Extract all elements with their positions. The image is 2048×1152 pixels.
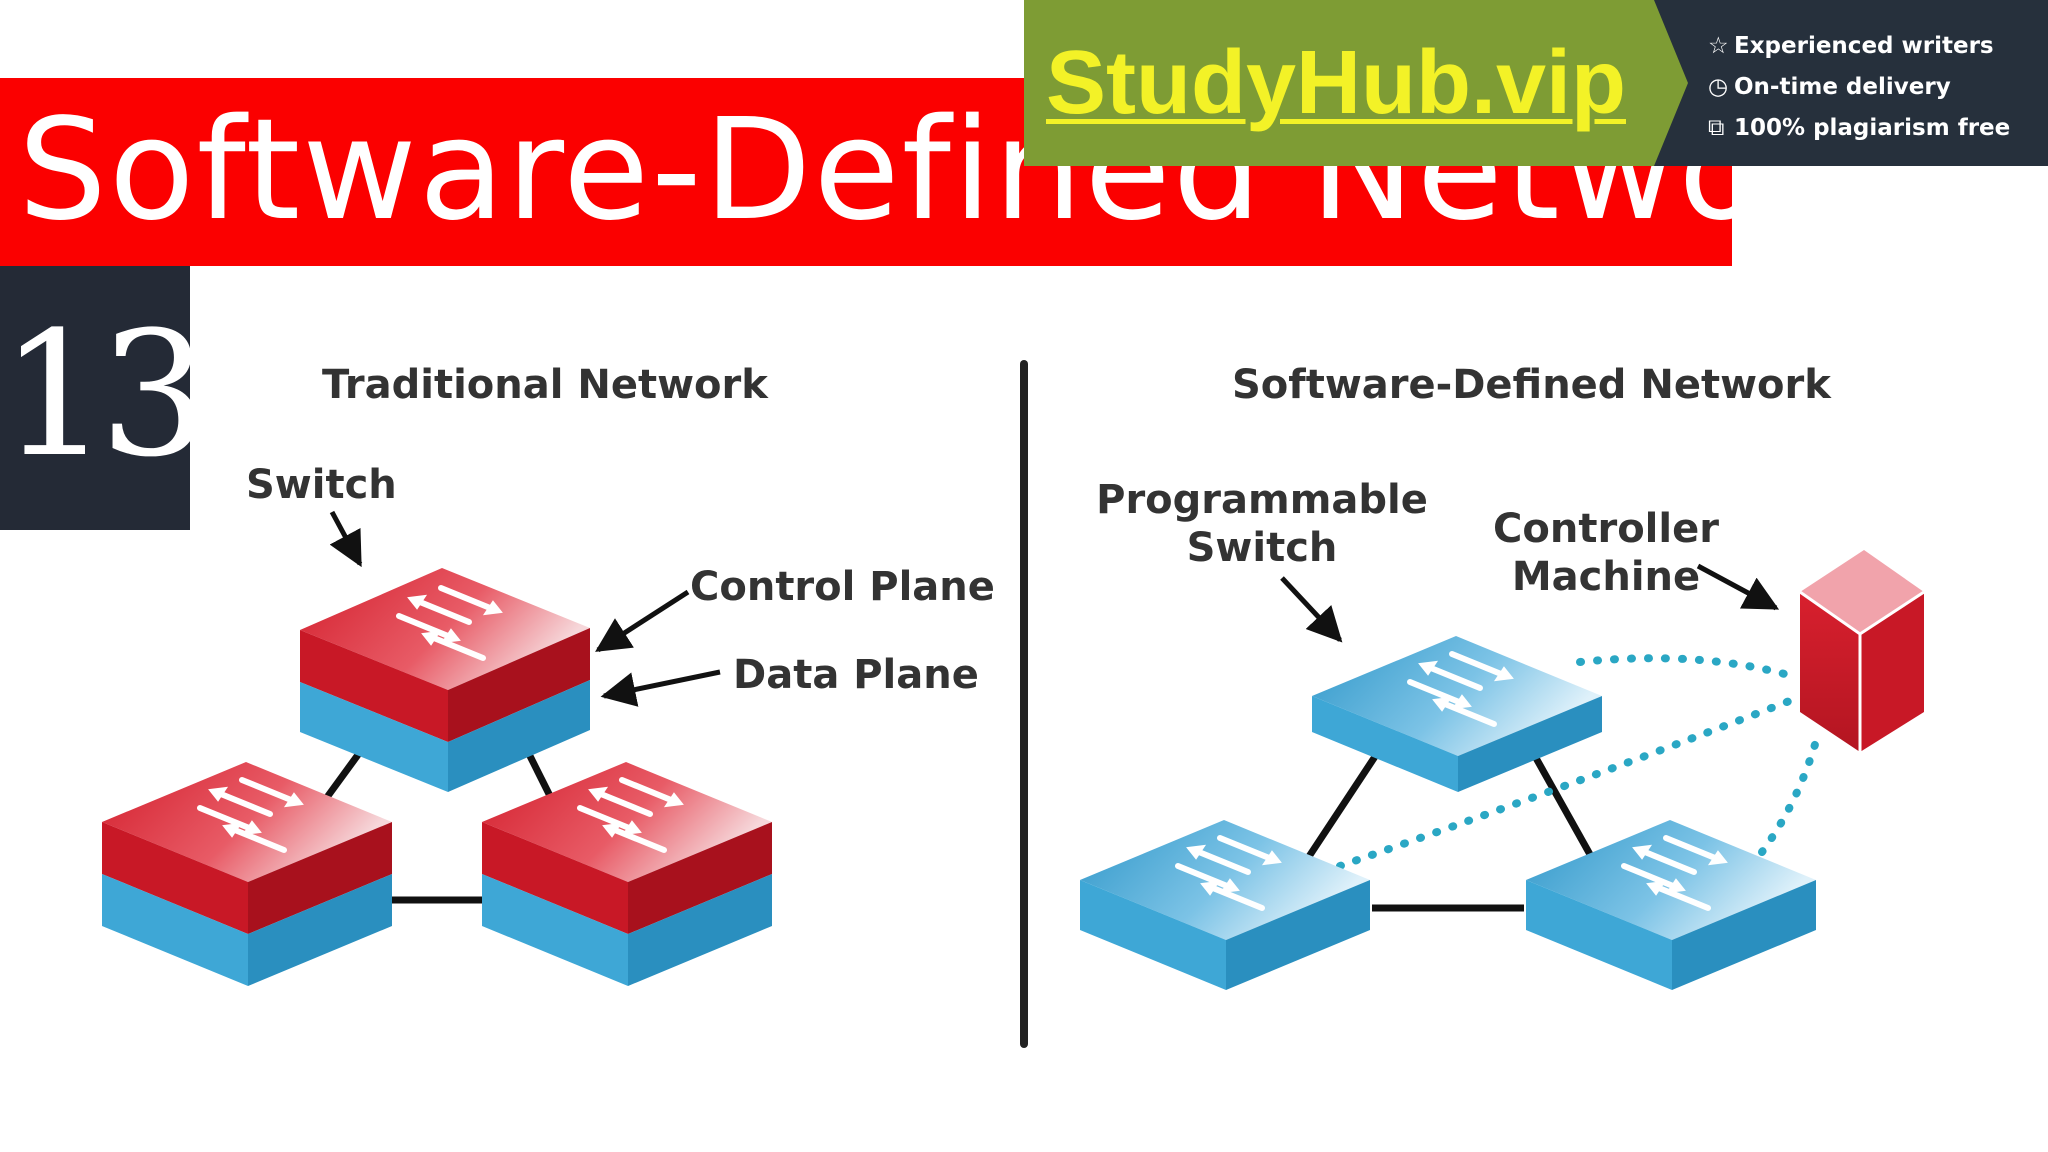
- traditional-switch-left: [102, 762, 392, 986]
- sdn-links: [1305, 750, 1596, 912]
- promo-feature-item: ☆Experienced writers: [1708, 26, 2010, 67]
- promo-feature-item: ⧉ 100% plagiarism free: [1708, 108, 2010, 149]
- data-plane-label: Data Plane: [733, 652, 979, 698]
- programmable-switch-label-line2: Switch: [1187, 525, 1338, 571]
- sdn-switch-left: [1080, 820, 1370, 990]
- promo-feature-text: 100% plagiarism free: [1734, 115, 2011, 141]
- number-badge: [0, 266, 190, 530]
- traditional-pointer-arrows: [329, 510, 721, 707]
- controller-links: [1336, 654, 1822, 870]
- sdn-pointer-arrows: [1280, 563, 1780, 643]
- control-plane-label: Control Plane: [690, 564, 995, 610]
- promo-feature-list: ☆Experienced writers ◷On-time delivery ⧉…: [1708, 26, 2010, 149]
- promo-feature-text: On-time delivery: [1734, 74, 1951, 100]
- programmable-switch-label-line1: Programmable: [1096, 477, 1428, 523]
- promo-site-link[interactable]: StudyHub.vip: [1046, 33, 1626, 133]
- controller-machine-icon: [1799, 550, 1925, 752]
- traditional-links: [322, 749, 556, 904]
- traditional-switch-top: [300, 568, 590, 792]
- traditional-network-heading: Traditional Network: [322, 362, 769, 408]
- switch-label: Switch: [246, 462, 397, 508]
- sdn-heading: Software-Defined Network: [1232, 362, 1832, 408]
- copy-icon: ⧉: [1708, 115, 1725, 141]
- promo-feature-text: Experienced writers: [1734, 33, 1994, 59]
- controller-label-line2: Machine: [1512, 554, 1700, 600]
- sdn-switch-top: [1312, 636, 1602, 792]
- number-badge-text: 13: [0, 294, 209, 495]
- promo-features-panel: [1654, 0, 2048, 166]
- star-icon: ☆: [1708, 33, 1729, 59]
- clock-icon: ◷: [1708, 74, 1729, 100]
- promo-feature-item: ◷On-time delivery: [1708, 67, 2010, 108]
- promo-banner: [1024, 0, 1674, 166]
- promo-chevron: [1654, 0, 1688, 166]
- traditional-switch-right: [482, 762, 772, 986]
- controller-label-line1: Controller: [1493, 506, 1719, 552]
- sdn-switch-right: [1526, 820, 1816, 990]
